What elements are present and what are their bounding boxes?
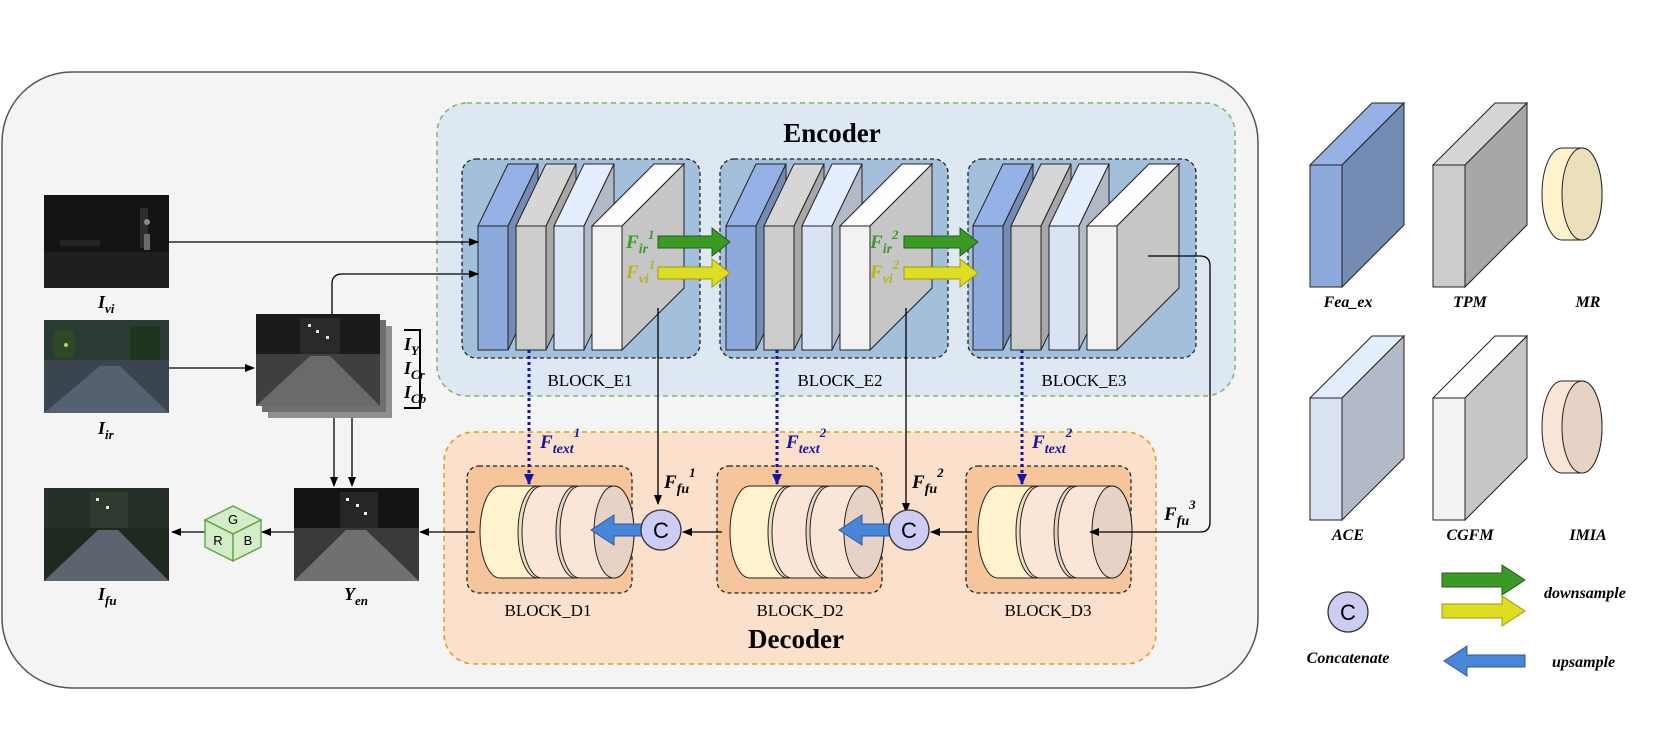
label-channel-cr: ICr — [403, 358, 426, 382]
legend-tpm-shape — [1431, 101, 1529, 289]
f-vi-1-label: Fvi1 — [625, 257, 655, 287]
arrow-ystack-to-encoder — [331, 270, 479, 314]
legend-shapes — [1308, 101, 1603, 522]
block-e1-cgfm-layer — [590, 162, 686, 352]
f-fu-2-label: Ffu2 — [911, 465, 944, 497]
image-yen — [294, 488, 419, 581]
image-ir — [44, 320, 169, 413]
legend-cgfm-shape — [1431, 334, 1529, 522]
encoder-layer-stacks — [477, 162, 1181, 352]
legend-label-ace: ACE — [1331, 527, 1364, 544]
decoder-cylinders — [479, 485, 1133, 579]
concat-symbol-2: C — [901, 518, 917, 543]
f-text-3-label: Ftext2 — [1031, 425, 1073, 457]
downsample-arrow-vi-1 — [657, 257, 731, 289]
f-text-1-label: Ftext1 — [539, 425, 580, 457]
concat-circle-1 — [640, 509, 682, 551]
legend-downsample-label: downsample — [1544, 585, 1626, 602]
block-d3-label: BLOCK_D3 — [1005, 601, 1092, 620]
label-channel-y: IY — [403, 334, 420, 358]
legend-ace-shape — [1308, 334, 1406, 522]
label-i-vi: Ivi — [97, 292, 115, 316]
f-vi-2-label: Fvi2 — [869, 257, 900, 287]
legend-concat-circle — [1327, 591, 1369, 633]
legend-fea-ex-shape — [1308, 101, 1406, 289]
legend-label-imia: IMIA — [1568, 527, 1607, 544]
block-d1-label: BLOCK_D1 — [505, 601, 592, 620]
legend-label-tpm: TPM — [1453, 294, 1488, 311]
image-fu — [44, 488, 169, 581]
f-ir-2-label: Fir2 — [869, 227, 899, 257]
legend-blue-arrow — [1443, 645, 1526, 677]
label-i-fu: Ifu — [97, 584, 117, 608]
downsample-arrow-ir-1 — [657, 226, 731, 258]
rgb-cube-icon: G R B — [203, 505, 263, 563]
legend-label-mr: MR — [1575, 294, 1601, 311]
label-y-en: Yen — [344, 584, 368, 608]
f-fu-3-line — [1089, 255, 1211, 536]
block-e1-label: BLOCK_E1 — [548, 371, 633, 390]
legend-concat-label: Concatenate — [1307, 650, 1390, 667]
legend-mr-shape — [1541, 147, 1603, 241]
legend-imia-shape — [1541, 380, 1603, 474]
legend-upsample-label: upsample — [1552, 654, 1615, 671]
f-text-2-label: Ftext2 — [785, 425, 827, 457]
concat-circle-2 — [888, 509, 930, 551]
rgb-b: B — [244, 533, 253, 548]
legend-concat-symbol: C — [1340, 600, 1356, 625]
rgb-r: R — [213, 533, 222, 548]
block-d2-label: BLOCK_D2 — [757, 601, 844, 620]
legend-label-fea-ex: Fea_ex — [1323, 294, 1373, 311]
downsample-arrow-vi-2 — [903, 257, 979, 289]
channel-bracket — [404, 329, 421, 409]
image-vi — [44, 195, 169, 288]
concat-symbol-1: C — [653, 518, 669, 543]
label-channel-cb: ICb — [403, 382, 427, 406]
block-e3-label: BLOCK_E3 — [1042, 371, 1127, 390]
f-fu-1-label: Ffu1 — [663, 465, 696, 497]
legend-label-cgfm: CGFM — [1446, 527, 1494, 544]
upsample-arrow-1 — [590, 514, 643, 546]
block-e3-cgfm-layer — [1085, 162, 1181, 352]
legend-yellow-arrow — [1441, 595, 1526, 627]
f-ir-1-label: Fir1 — [625, 227, 655, 257]
f-fu-3-label: Ffu3 — [1163, 497, 1196, 529]
downsample-arrow-ir-2 — [903, 226, 979, 258]
block-e2-label: BLOCK_E2 — [798, 371, 883, 390]
label-i-ir: Iir — [97, 418, 115, 442]
rgb-g: G — [228, 512, 238, 527]
upsample-arrow-2 — [838, 514, 891, 546]
block-e2-cgfm-layer — [838, 162, 934, 352]
image-y-stack — [256, 314, 392, 418]
legend-green-arrow — [1441, 564, 1526, 596]
decoder-title: Decoder — [748, 624, 844, 654]
encoder-title: Encoder — [783, 118, 881, 148]
